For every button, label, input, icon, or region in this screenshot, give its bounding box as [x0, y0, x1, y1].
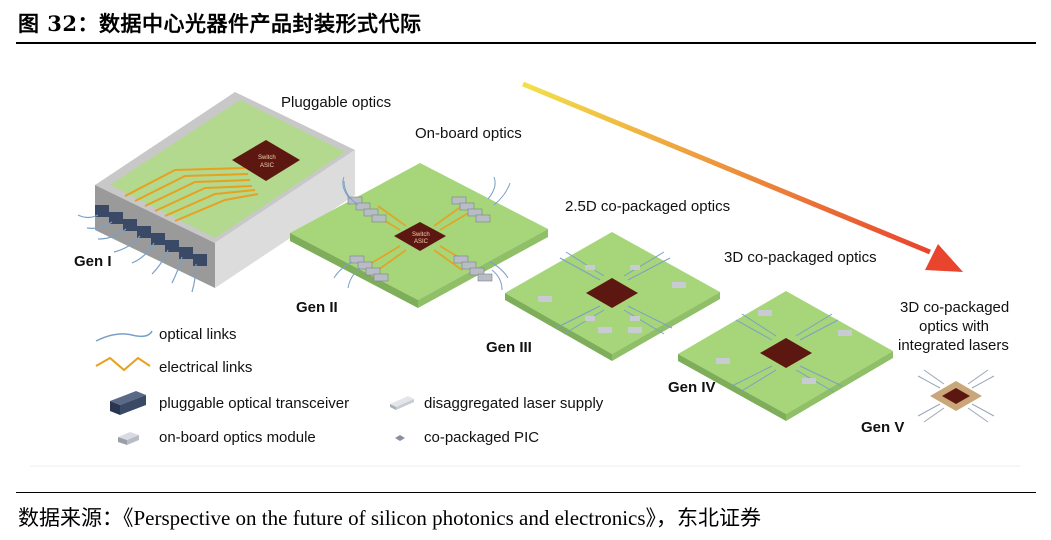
stage1-label: Pluggable optics — [281, 94, 391, 111]
stage3-label: 2.5D co-packaged optics — [565, 198, 730, 215]
legend-optical-links: optical links — [159, 326, 237, 343]
gen4-label: Gen IV — [668, 379, 716, 396]
transceiver-swatch — [110, 391, 146, 415]
gen4-switch-asic — [760, 338, 812, 368]
gen3-label: Gen III — [486, 339, 532, 356]
gen3-switch-asic — [586, 278, 638, 308]
gen2-electrical-traces — [369, 205, 471, 271]
gen2-label: Gen II — [296, 299, 338, 316]
stage5-label-line2: optics with — [919, 318, 989, 335]
gen3-board — [505, 232, 720, 361]
gen5-package — [917, 369, 995, 423]
gen4-board — [678, 291, 893, 421]
gen2-asic-label: Switch — [412, 232, 430, 238]
evolution-arrow — [522, 81, 963, 272]
gen1-electrical-traces — [124, 167, 259, 222]
gen3-optical-fibers — [555, 251, 673, 335]
gen2-optical-fibers — [333, 176, 511, 291]
figure-title: 图 32：数据中心光器件产品封装形式代际 — [18, 11, 422, 36]
stage5-label-line1: 3D co-packaged — [900, 299, 1009, 316]
gen4-laser-supplies — [716, 310, 852, 384]
stage5-label-line3: integrated lasers — [898, 337, 1009, 354]
stage2-label: On-board optics — [415, 125, 522, 142]
stage4-label: 3D co-packaged optics — [724, 249, 877, 266]
source-rule — [16, 492, 1036, 493]
gen1-asic-label: Switch — [258, 155, 276, 161]
gen5-optical-fibers — [917, 369, 995, 423]
optical-link-swatch — [95, 330, 153, 342]
onboard-module-swatch — [118, 432, 139, 445]
gen1-transceivers — [95, 205, 207, 266]
gen1-label: Gen I — [74, 253, 112, 270]
gen1-switch-asic: Switch ASIC — [232, 140, 300, 181]
electrical-link-swatch — [95, 356, 151, 372]
legend-pic: co-packaged PIC — [424, 429, 539, 446]
gen3-laser-supplies — [538, 265, 686, 333]
laser-supply-swatch — [390, 396, 414, 410]
legend-onboard-module: on-board optics module — [159, 429, 316, 446]
gen1-asic-sublabel: ASIC — [260, 163, 275, 169]
pic-swatch — [395, 435, 405, 441]
legend-laser-supply: disaggregated laser supply — [424, 395, 604, 412]
gen2-onboard-modules — [347, 196, 493, 282]
gen1-pluggable-box: Switch ASIC — [77, 92, 355, 293]
legend: optical links electrical links pluggable… — [95, 326, 604, 446]
gen1-optical-fibers — [77, 214, 197, 293]
gen2-asic-sublabel: ASIC — [414, 239, 429, 245]
figure-source: 数据来源：《Perspective on the future of silic… — [18, 506, 762, 530]
gen5-label: Gen V — [861, 419, 904, 436]
legend-pluggable-transceiver: pluggable optical transceiver — [159, 395, 349, 412]
gen2-switch-asic: Switch ASIC — [394, 222, 446, 251]
legend-electrical-links: electrical links — [159, 359, 252, 376]
gen2-board: Switch ASIC — [290, 163, 548, 308]
title-rule — [16, 42, 1036, 44]
